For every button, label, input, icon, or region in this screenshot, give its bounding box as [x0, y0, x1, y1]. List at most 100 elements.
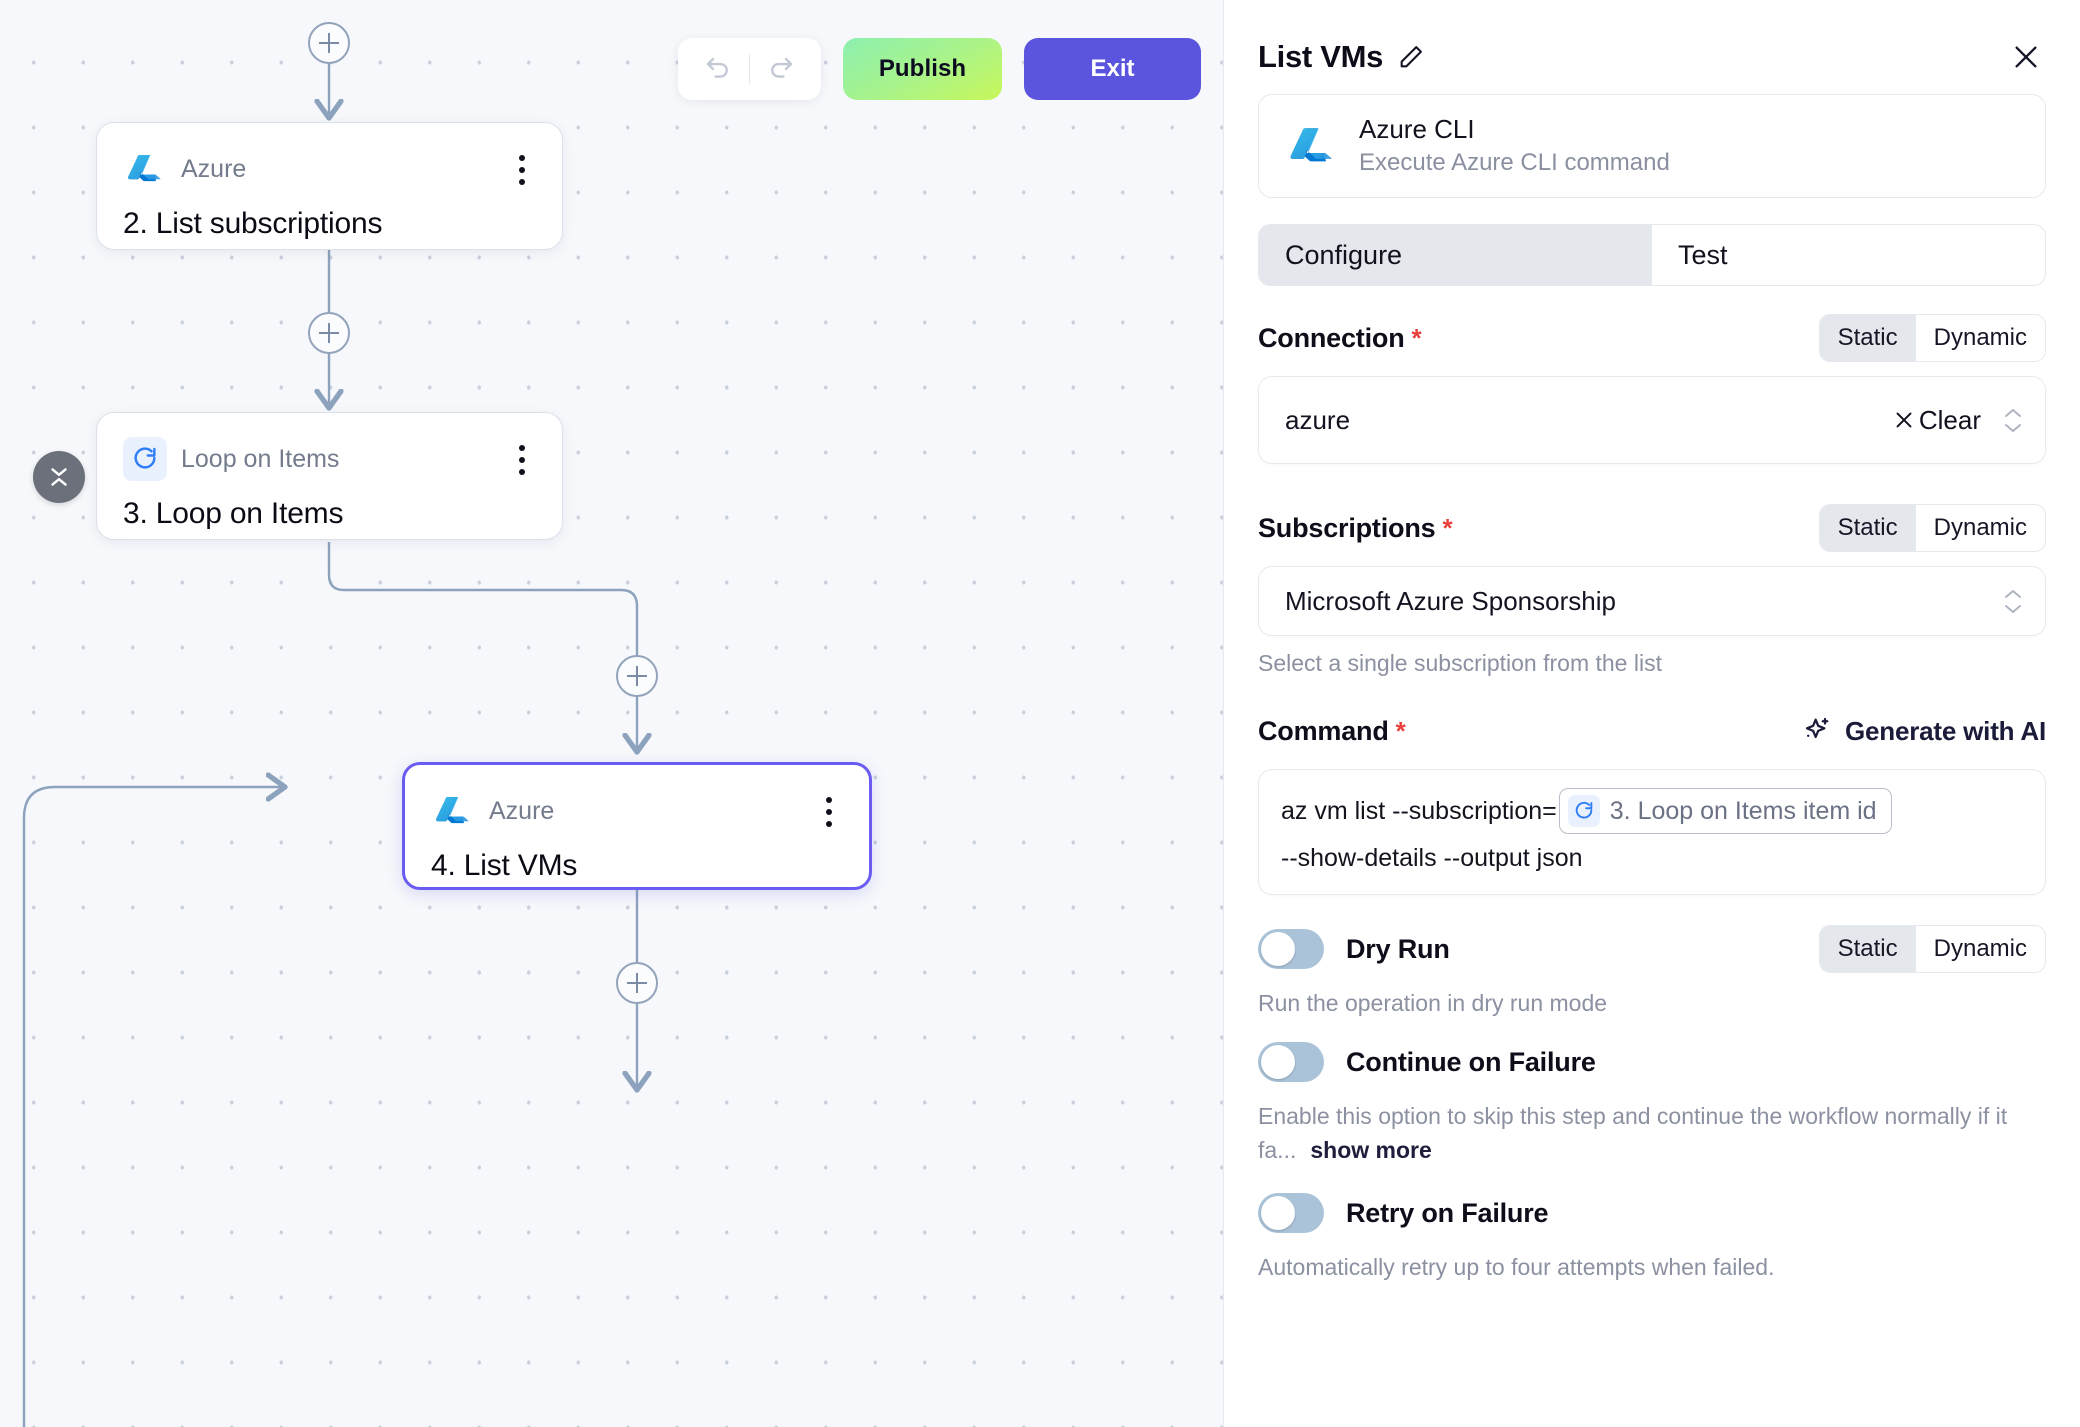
subscriptions-mode-toggle: Static Dynamic — [1818, 504, 2046, 552]
node-app-label: Loop on Items — [181, 444, 340, 473]
azure-icon — [1287, 121, 1337, 171]
close-x-icon — [1896, 412, 1912, 428]
collapse-branch-button[interactable] — [33, 451, 85, 503]
redo-icon — [771, 57, 793, 78]
chevron-updown-icon[interactable] — [2003, 408, 2023, 433]
node-title: 4. List VMs — [431, 849, 578, 882]
page-title: List VMs — [1258, 39, 1384, 74]
subscriptions-label: Subscriptions — [1258, 512, 1436, 543]
canvas-toolbar: Publish Exit — [678, 38, 1201, 100]
subscriptions-value: Microsoft Azure Sponsorship — [1285, 585, 1616, 616]
step-config-panel: List VMs Azure CLI — [1223, 0, 2080, 1427]
loop-icon — [1567, 795, 1600, 827]
subscriptions-mode-dynamic[interactable]: Dynamic — [1933, 514, 2027, 541]
dry-run-label: Dry Run — [1346, 933, 1450, 964]
generate-with-ai-button[interactable]: Generate with AI — [1801, 715, 2046, 747]
panel-header: List VMs — [1224, 0, 2080, 86]
command-line-1: az vm list --subscription= 3. Loop on It… — [1281, 788, 2023, 834]
required-marker: * — [1411, 322, 1422, 353]
retry-on-failure-toggle[interactable] — [1258, 1193, 1324, 1234]
kebab-menu-icon[interactable] — [508, 153, 536, 187]
workflow-node-list-subscriptions[interactable]: Azure 2. List subscriptions — [96, 122, 563, 250]
app-name: Azure CLI — [1359, 113, 1475, 144]
node-app-label: Azure — [181, 154, 247, 183]
config-form: Connection * Static Dynamic azure Clear — [1224, 314, 2080, 1284]
app-description: Execute Azure CLI command — [1359, 148, 1670, 176]
add-step-button[interactable] — [308, 22, 350, 64]
azure-icon — [431, 789, 475, 833]
subscriptions-mode-static[interactable]: Static — [1819, 505, 1916, 551]
dry-run-mode-static[interactable]: Static — [1819, 926, 1916, 972]
continue-on-failure-row: Continue on Failure — [1258, 1038, 2046, 1086]
required-marker: * — [1395, 715, 1406, 746]
dry-run-mode-dynamic[interactable]: Dynamic — [1933, 935, 2027, 962]
command-field-row: Command * Generate with AI — [1258, 709, 2046, 753]
continue-on-failure-toggle[interactable] — [1258, 1042, 1324, 1083]
workflow-node-list-vms[interactable]: Azure 4. List VMs — [402, 762, 872, 890]
command-text-before: az vm list --subscription= — [1281, 796, 1557, 825]
connection-select[interactable]: azure Clear — [1258, 376, 2046, 464]
publish-button[interactable]: Publish — [843, 38, 1002, 100]
add-step-button[interactable] — [616, 655, 658, 697]
command-label: Command — [1258, 715, 1389, 746]
exit-button[interactable]: Exit — [1024, 38, 1201, 100]
node-header: Azure — [431, 789, 843, 833]
workflow-canvas[interactable]: Publish Exit — [0, 0, 1223, 1427]
add-step-button[interactable] — [308, 312, 350, 354]
dry-run-description: Run the operation in dry run mode — [1258, 990, 1608, 1016]
connection-mode-toggle: Static Dynamic — [1818, 314, 2046, 362]
chevron-updown-icon[interactable] — [2003, 589, 2023, 614]
connection-field-row: Connection * Static Dynamic — [1258, 314, 2046, 362]
connection-value: azure — [1285, 404, 1351, 435]
kebab-menu-icon[interactable] — [508, 443, 536, 477]
dry-run-row: Dry Run Static Dynamic — [1258, 925, 2046, 973]
panel-tabs: Configure Test — [1258, 224, 2046, 286]
node-title: 2. List subscriptions — [123, 207, 383, 240]
subscriptions-helper-text: Select a single subscription from the li… — [1258, 650, 1662, 676]
connection-mode-static[interactable]: Static — [1819, 315, 1916, 361]
continue-on-failure-description: Enable this option to skip this step and… — [1258, 1100, 2046, 1167]
node-header: Loop on Items — [123, 437, 536, 481]
retry-on-failure-label: Retry on Failure — [1346, 1197, 1549, 1228]
pencil-icon[interactable] — [1397, 43, 1425, 71]
show-more-link[interactable]: show more — [1310, 1136, 1432, 1163]
dry-run-mode-toggle: Static Dynamic — [1818, 925, 2046, 973]
kebab-menu-icon[interactable] — [815, 795, 843, 829]
close-icon[interactable] — [2006, 37, 2046, 77]
toolbar-divider — [749, 54, 750, 84]
node-header: Azure — [123, 147, 536, 191]
undo-redo-group — [678, 38, 821, 100]
workflow-node-loop-on-items[interactable]: Loop on Items 3. Loop on Items — [96, 412, 563, 540]
connection-mode-dynamic[interactable]: Dynamic — [1933, 324, 2027, 351]
retry-on-failure-row: Retry on Failure — [1258, 1189, 2046, 1237]
command-token-chip[interactable]: 3. Loop on Items item id — [1558, 788, 1892, 834]
connection-label: Connection — [1258, 322, 1405, 353]
subscriptions-field-row: Subscriptions * Static Dynamic — [1258, 504, 2046, 552]
sparkle-icon — [1805, 717, 1829, 739]
command-input[interactable]: az vm list --subscription= 3. Loop on It… — [1258, 769, 2046, 895]
connection-clear-button[interactable]: Clear — [1893, 405, 1981, 436]
undo-icon — [706, 57, 728, 78]
tab-test[interactable]: Test — [1678, 239, 1728, 270]
subscriptions-select[interactable]: Microsoft Azure Sponsorship — [1258, 566, 2046, 636]
workflow-edges — [22, 60, 1223, 1427]
continue-on-failure-description-text: Enable this option to skip this step and… — [1258, 1103, 2008, 1163]
continue-on-failure-label: Continue on Failure — [1346, 1046, 1596, 1077]
node-app-label: Azure — [489, 796, 555, 825]
command-text-after: --show-details --output json — [1281, 844, 1583, 872]
node-title: 3. Loop on Items — [123, 497, 344, 530]
retry-on-failure-description: Automatically retry up to four attempts … — [1258, 1254, 1775, 1281]
required-marker: * — [1442, 512, 1453, 543]
redo-button[interactable] — [750, 38, 812, 100]
app-summary-card: Azure CLI Execute Azure CLI command — [1258, 94, 2046, 198]
add-step-button[interactable] — [616, 962, 658, 1004]
dry-run-toggle[interactable] — [1258, 929, 1324, 969]
collapse-vertical-icon — [51, 468, 67, 486]
generate-with-ai-label: Generate with AI — [1845, 715, 2046, 746]
undo-button[interactable] — [687, 38, 749, 100]
tab-configure[interactable]: Configure — [1259, 225, 1652, 285]
clear-label: Clear — [1918, 404, 1981, 435]
loop-icon — [123, 437, 167, 481]
azure-icon — [123, 147, 167, 191]
command-token-label: 3. Loop on Items item id — [1609, 796, 1877, 825]
